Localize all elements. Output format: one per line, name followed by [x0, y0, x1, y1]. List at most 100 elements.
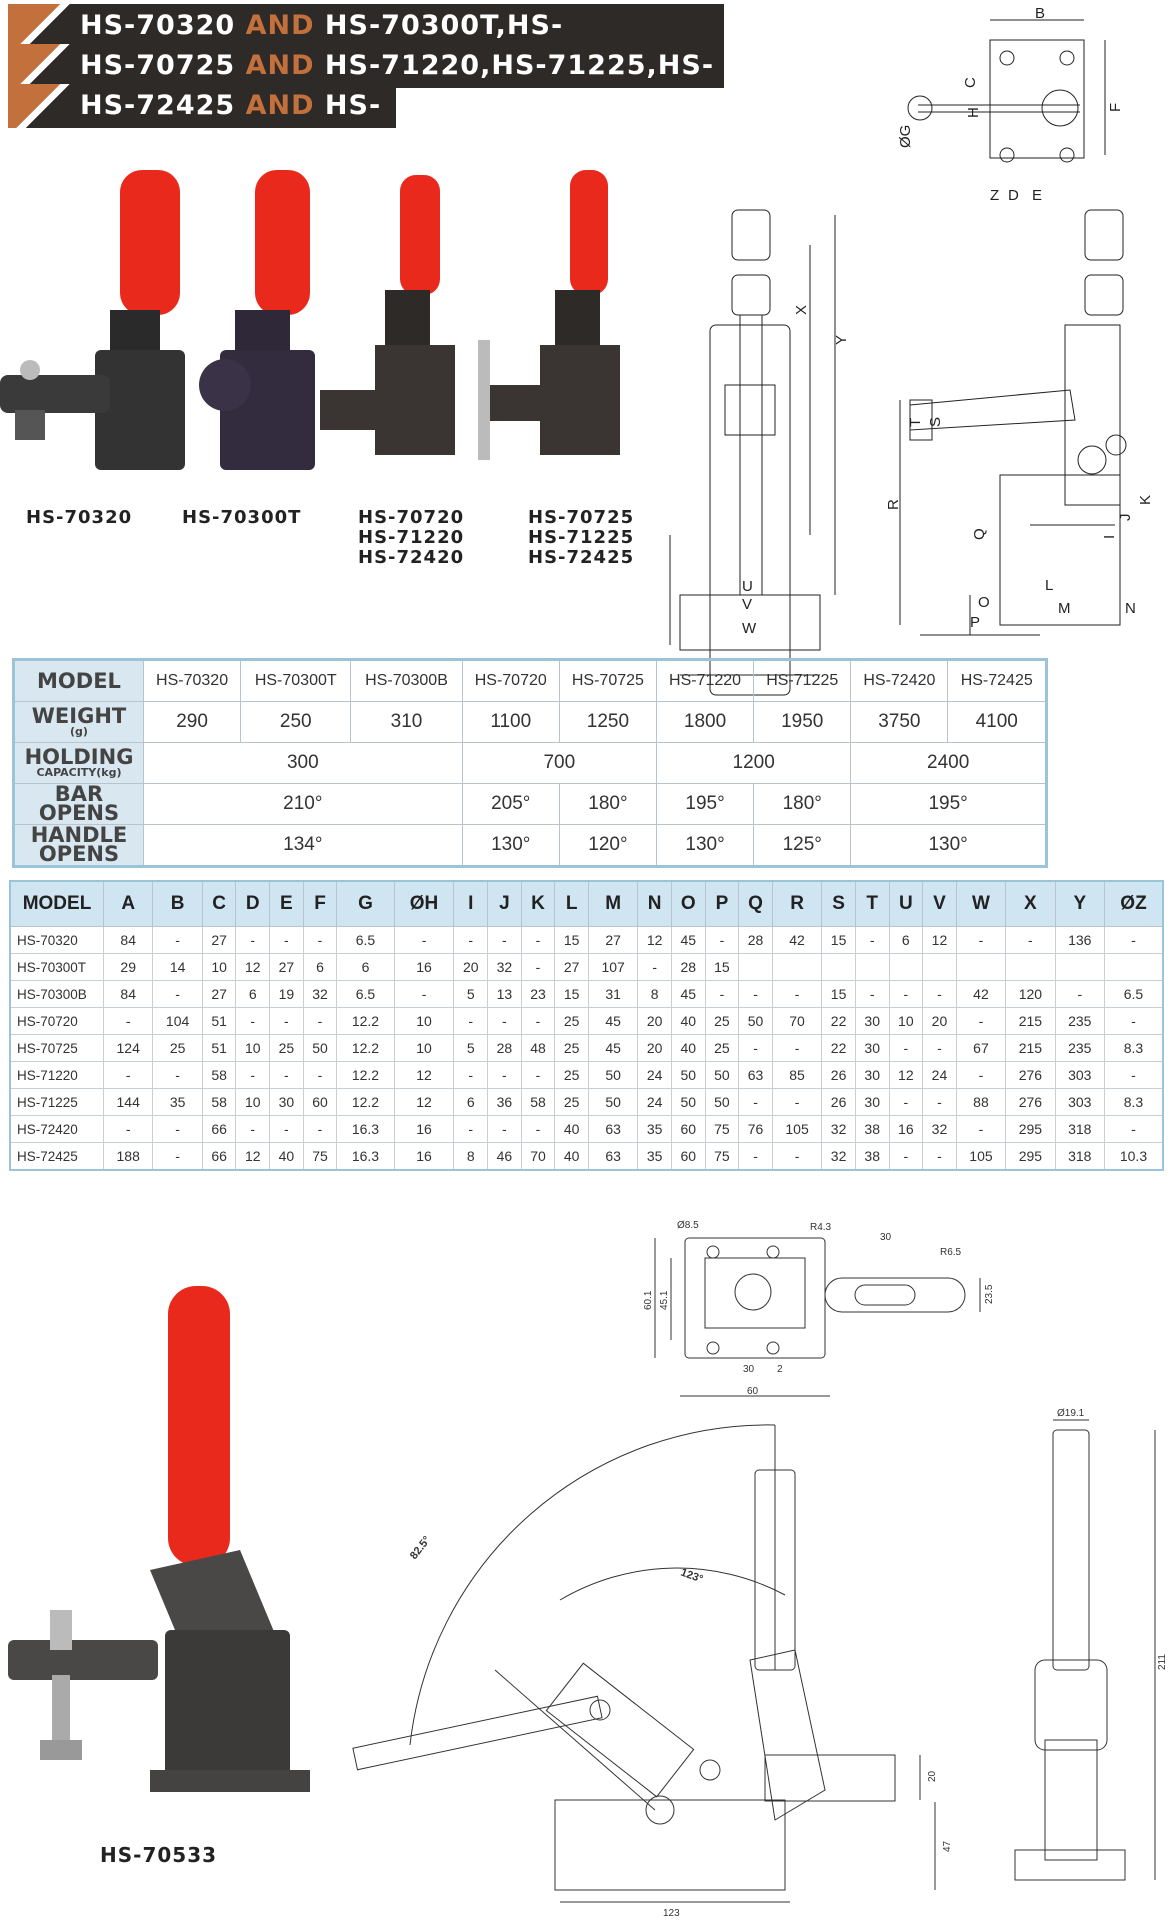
row-cell: 28	[670, 953, 706, 981]
row-cell: 25	[152, 1034, 203, 1062]
dim-header-col: T	[854, 880, 890, 927]
row-cell	[1103, 953, 1164, 981]
row-cell: 276	[1005, 1088, 1056, 1116]
row-cell: 51	[201, 1007, 237, 1035]
row-cell: 12	[922, 926, 957, 954]
row-cell: 30	[854, 1007, 890, 1035]
row-cell: 45	[670, 980, 706, 1008]
row-cell: -	[152, 1061, 203, 1089]
row-cell: 15	[704, 953, 740, 981]
row-cell: -	[771, 1088, 823, 1116]
row-cell: -	[854, 980, 890, 1008]
dim-label-m: M	[1058, 600, 1071, 617]
row-cell: 32	[821, 1115, 856, 1143]
dim-label-x: X	[793, 305, 810, 315]
row-model: HS-70300T	[9, 953, 104, 981]
row-cell: 215	[1005, 1034, 1056, 1062]
dim-label-o: O	[978, 594, 990, 611]
row-cell: 10	[393, 1034, 455, 1062]
row-cell: 60	[670, 1115, 706, 1143]
row-cell: 27	[587, 926, 639, 954]
row-cell: 76	[738, 1115, 773, 1143]
row-cell: 40	[269, 1142, 304, 1171]
dim-header-col: R	[771, 880, 823, 927]
row-cell: 58	[520, 1088, 556, 1116]
row-cell: 6	[453, 1088, 489, 1116]
row-cell	[1005, 953, 1056, 981]
caption-hs-70320: HS-70320	[26, 507, 133, 528]
front-view-drawing: X Y U V W	[669, 209, 850, 696]
dim-60: 60	[747, 1386, 759, 1397]
row-cell: 12	[393, 1061, 455, 1089]
product-photo-hs-70533	[8, 1286, 310, 1792]
row-cell: -	[955, 1115, 1007, 1143]
row-model: HS-72420	[9, 1115, 104, 1143]
dim-label-r: R	[885, 499, 902, 510]
row-cell: 45	[587, 1034, 639, 1062]
row-cell: 295	[1005, 1142, 1056, 1171]
row-cell: -	[302, 926, 338, 954]
row-cell: 10	[393, 1007, 455, 1035]
row-cell: 25	[554, 1088, 589, 1116]
dim-47: 47	[942, 1840, 953, 1852]
row-cell: 23	[520, 980, 556, 1008]
dim-header-col: E	[269, 880, 304, 927]
row-cell: 27	[201, 926, 237, 954]
row-cell: -	[1005, 926, 1056, 954]
dim-header-col: D	[235, 880, 271, 927]
dim-header-col: Q	[738, 880, 773, 927]
row-cell: -	[152, 926, 203, 954]
row-cell: 25	[704, 1007, 740, 1035]
row-cell: 50	[738, 1007, 773, 1035]
row-cell: 45	[670, 926, 706, 954]
dim-20: 20	[927, 1770, 938, 1782]
row-cell: 25	[269, 1034, 304, 1062]
side-view-drawing: T S R Q J I K L M N O P	[885, 209, 1154, 636]
row-cell: -	[487, 926, 522, 954]
row-cell: 67	[955, 1034, 1007, 1062]
row-cell: 27	[269, 953, 304, 981]
dim-header-col: V	[922, 880, 957, 927]
dim-header-col: M	[587, 880, 639, 927]
row-cell: 50	[587, 1061, 639, 1089]
row-cell: 35	[637, 1142, 672, 1171]
dim-label-z: Z	[990, 187, 999, 204]
row-cell: 24	[922, 1061, 957, 1089]
row-cell: 10	[235, 1034, 271, 1062]
row-cell: -	[771, 1142, 823, 1171]
dim-label-y: Y	[833, 335, 850, 345]
dim-header-col: C	[201, 880, 237, 927]
row-cell: 30	[269, 1088, 304, 1116]
row-model: HS-70725	[9, 1034, 104, 1062]
dim-label-w: W	[742, 620, 757, 637]
row-model: HS-70300B	[9, 980, 104, 1008]
row-cell: 5	[453, 980, 489, 1008]
dim-30-top: 30	[880, 1232, 892, 1243]
row-cell: 30	[854, 1061, 890, 1089]
row-cell: 58	[201, 1061, 237, 1089]
row-cell: -	[269, 1007, 304, 1035]
row-cell: 63	[738, 1061, 773, 1089]
row-cell: 15	[821, 926, 856, 954]
row-cell: 32	[821, 1142, 856, 1171]
row-cell: -	[453, 1115, 489, 1143]
row-cell: 15	[554, 980, 589, 1008]
dim-label-p: P	[970, 614, 980, 631]
row-cell: 24	[637, 1061, 672, 1089]
row-cell: -	[302, 1115, 338, 1143]
dim-label-j: J	[1117, 514, 1134, 522]
row-cell: 16.3	[336, 1142, 395, 1171]
row-cell	[771, 953, 823, 981]
row-cell: 27	[554, 953, 589, 981]
row-cell: 318	[1054, 1115, 1105, 1143]
row-cell: -	[738, 1088, 773, 1116]
row-cell: -	[302, 1007, 338, 1035]
